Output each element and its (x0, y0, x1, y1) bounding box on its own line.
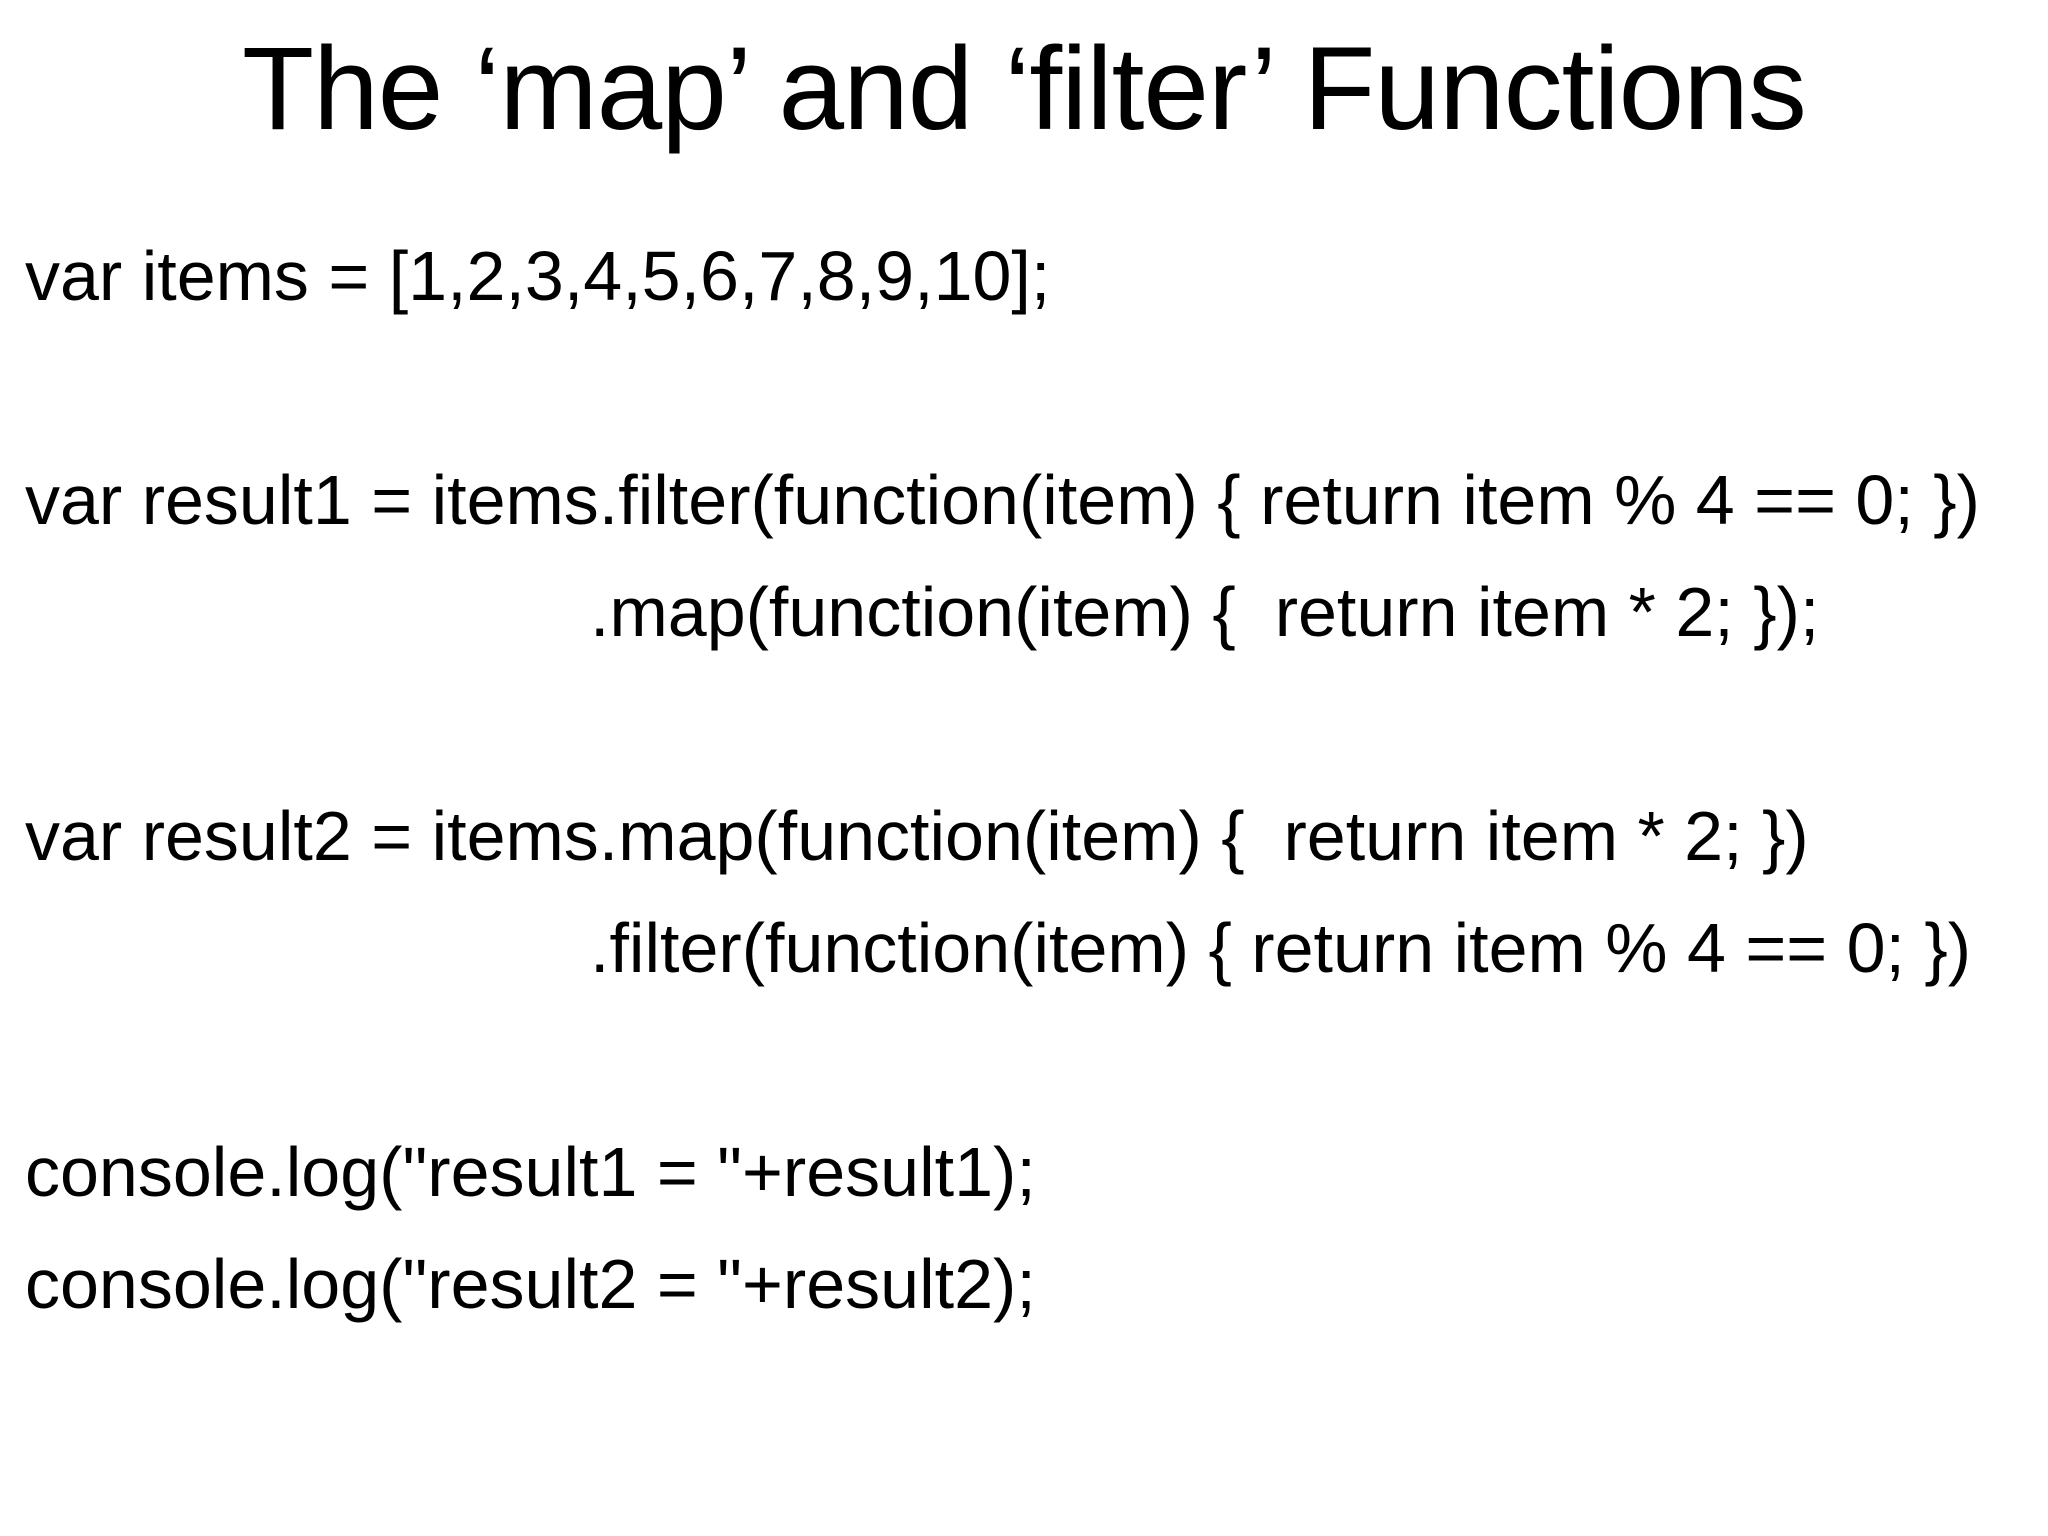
code-line: .map(function(item) { return item * 2; }… (590, 573, 1820, 651)
slide-title: The ‘map’ and ‘filter’ Functions (242, 23, 1807, 155)
code-line: .filter(function(item) { return item % 4… (590, 909, 1972, 987)
code-block: var items = [1,2,3,4,5,6,7,8,9,10]; var … (25, 220, 2048, 1340)
code-line: console.log("result2 = "+result2); (25, 1245, 1036, 1323)
code-line: var items = [1,2,3,4,5,6,7,8,9,10]; (25, 237, 1051, 315)
code-line: var result1 = items.filter(function(item… (25, 461, 1980, 539)
code-line: console.log("result1 = "+result1); (25, 1133, 1036, 1211)
code-line: var result2 = items.map(function(item) {… (25, 797, 1809, 875)
